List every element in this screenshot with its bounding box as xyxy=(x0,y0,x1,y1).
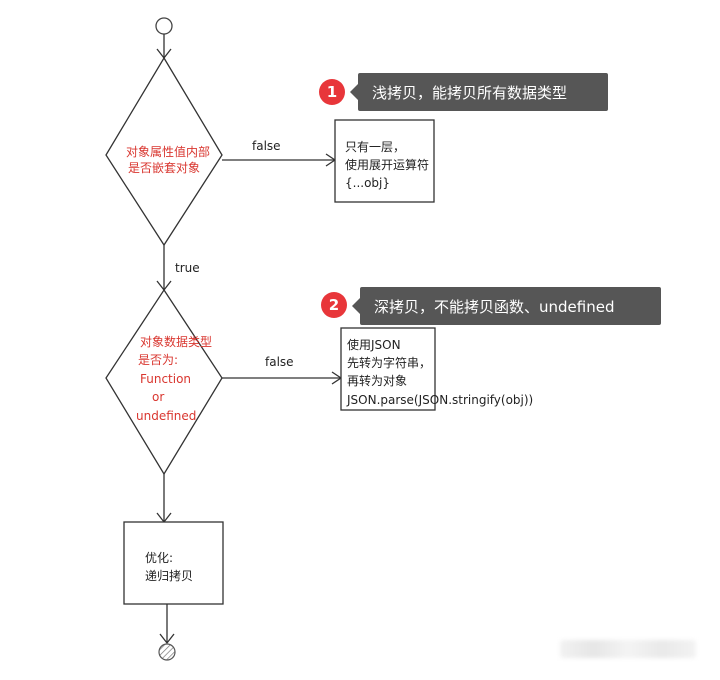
box-shallow-line2: 使用展开运算符 xyxy=(345,157,429,172)
callout-pointer xyxy=(352,298,360,314)
decision2-label-line2: 是否为: xyxy=(138,353,178,367)
edge-label-false-1: false xyxy=(252,139,281,153)
box-deep-line3: 再转为对象 xyxy=(347,373,407,388)
arrowhead xyxy=(159,633,175,645)
box-shallow-line1: 只有一层， xyxy=(345,140,405,154)
box-optimize-line1: 优化: xyxy=(145,551,173,565)
end-node xyxy=(158,643,176,661)
callout-shallow-copy: 浅拷贝，能拷贝所有数据类型 xyxy=(350,73,608,111)
box-shallow-copy xyxy=(334,119,435,203)
decision1-label-line2: 是否嵌套对象 xyxy=(128,161,200,175)
callout-pointer xyxy=(350,84,358,100)
box-deep-line4: JSON.parse(JSON.stringify(obj)) xyxy=(346,393,533,407)
edge-label-true: true xyxy=(175,261,200,275)
callout-text-2: 深拷贝，不能拷贝函数、undefined xyxy=(374,297,615,316)
decision2-label-line3: Function xyxy=(140,372,191,386)
callout-text-1: 浅拷贝，能拷贝所有数据类型 xyxy=(372,83,568,102)
box-optimize xyxy=(123,521,224,605)
box-deep-copy xyxy=(340,327,436,411)
callout-badge-2: 2 xyxy=(321,292,347,318)
box-deep-line1: 使用JSON xyxy=(347,337,401,352)
callout-deep-copy: 深拷贝，不能拷贝函数、undefined xyxy=(352,287,661,325)
blurred-watermark xyxy=(560,640,696,658)
box-optimize-line2: 递归拷贝 xyxy=(145,568,193,583)
decision1-label-line1: 对象属性值内部 xyxy=(126,144,210,159)
box-shallow-line3: {...obj} xyxy=(345,176,390,190)
start-node xyxy=(155,17,173,35)
callout-badge-1: 1 xyxy=(319,79,345,105)
box-deep-line2: 先转为字符串， xyxy=(347,355,431,370)
decision2-label-line5: undefined xyxy=(136,409,196,423)
edge-label-false-2: false xyxy=(265,355,294,369)
decision2-label-line1: 对象数据类型 xyxy=(140,334,212,349)
decision2-label-line4: or xyxy=(152,390,164,404)
